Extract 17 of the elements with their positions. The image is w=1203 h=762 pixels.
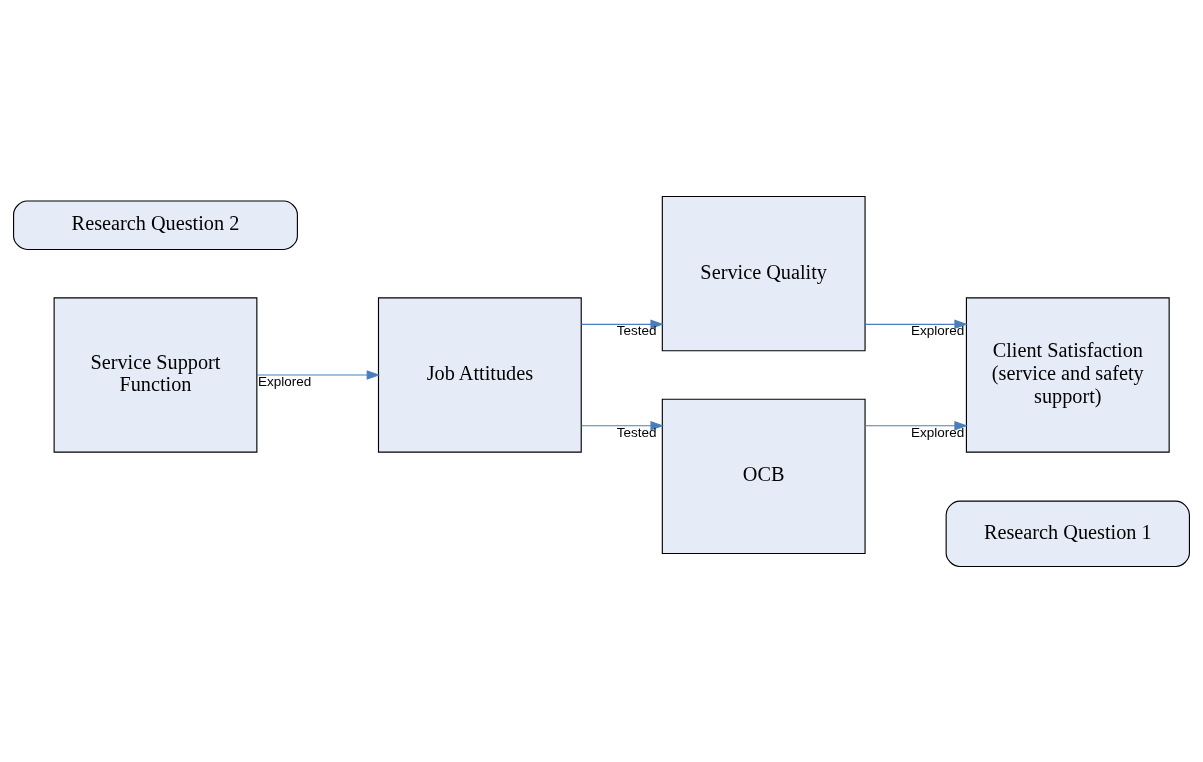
edge-label: Explored xyxy=(911,424,965,440)
node-box: Service Quality xyxy=(661,195,866,351)
arrow xyxy=(864,420,968,430)
edge-label: Explored xyxy=(911,322,965,338)
node-box: Job Attitudes xyxy=(377,296,582,453)
edge-label: Tested xyxy=(616,322,657,338)
node-box: Service Support Function xyxy=(53,296,258,453)
arrow xyxy=(580,319,664,329)
node-box: Client Satisfaction (service and safety support) xyxy=(965,296,1170,453)
arrow xyxy=(256,369,381,380)
edge-label: Tested xyxy=(616,424,657,440)
arrow xyxy=(580,420,664,430)
edge-label: Explored xyxy=(257,373,312,389)
node-box: Research Question 1 xyxy=(945,500,1190,567)
node-box: Research Question 2 xyxy=(13,199,298,250)
arrow xyxy=(864,319,968,329)
node-box: OCB xyxy=(661,398,866,554)
